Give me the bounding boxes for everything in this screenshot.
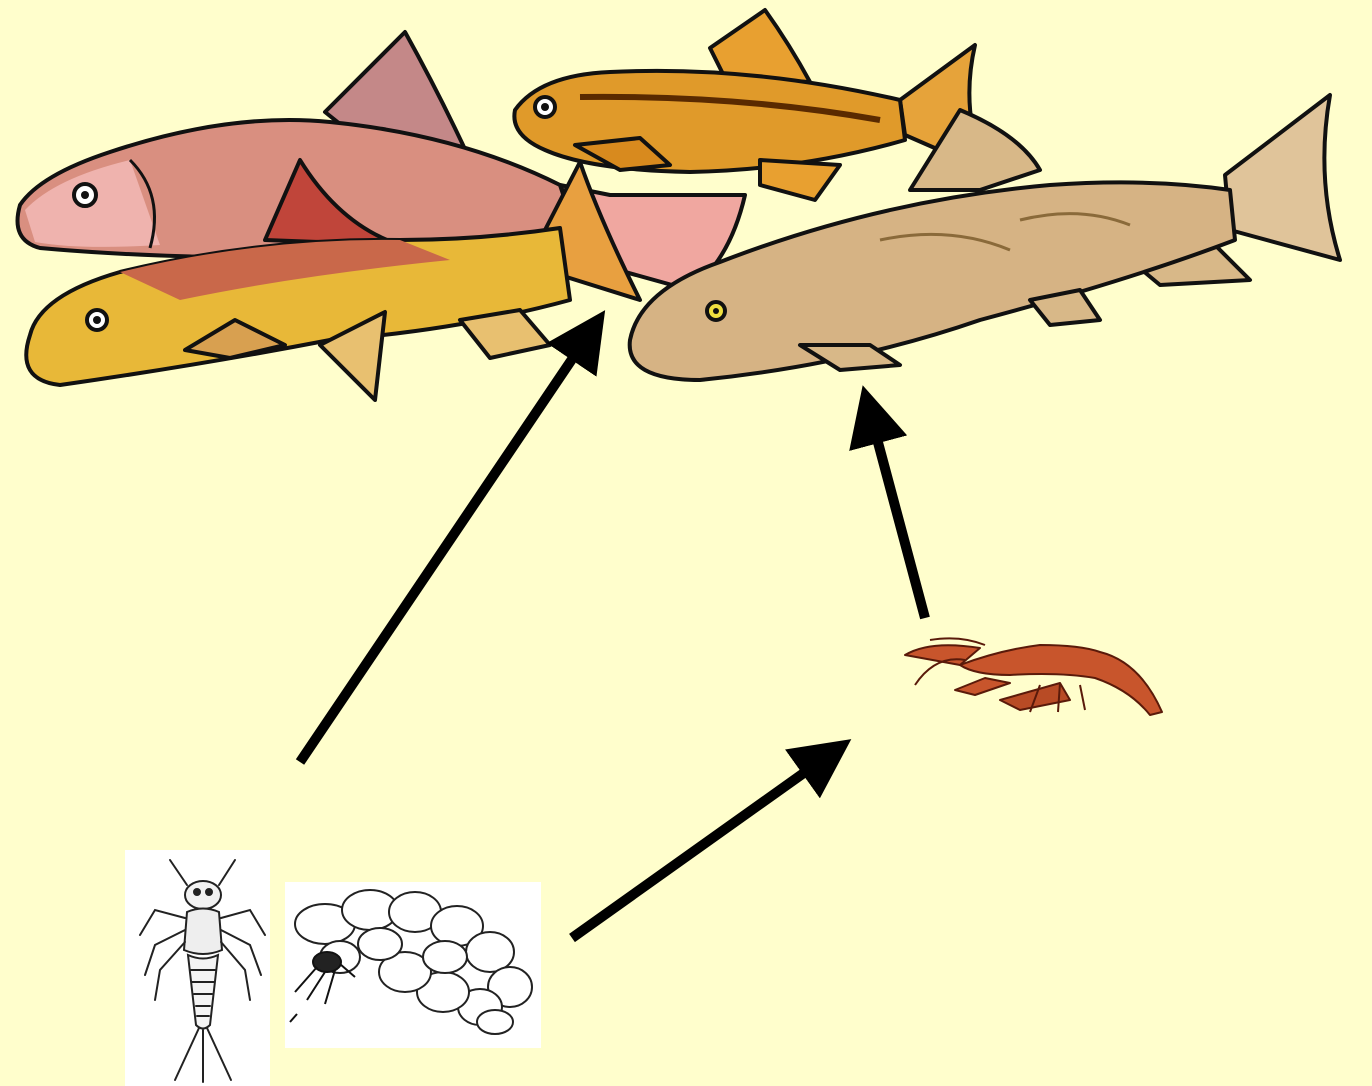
arrow-crayfish-to-fish bbox=[872, 420, 925, 618]
mayfly-nymph-panel bbox=[125, 850, 270, 1086]
arrow-insects-to-fish bbox=[300, 340, 585, 762]
crayfish-icon bbox=[905, 638, 1162, 715]
caddisfly-larva-panel bbox=[285, 882, 541, 1048]
mayfly-nymph-icon bbox=[125, 850, 270, 1086]
arrow-insects-to-crayfish bbox=[572, 760, 822, 938]
caddisfly-larva-icon bbox=[285, 882, 541, 1048]
